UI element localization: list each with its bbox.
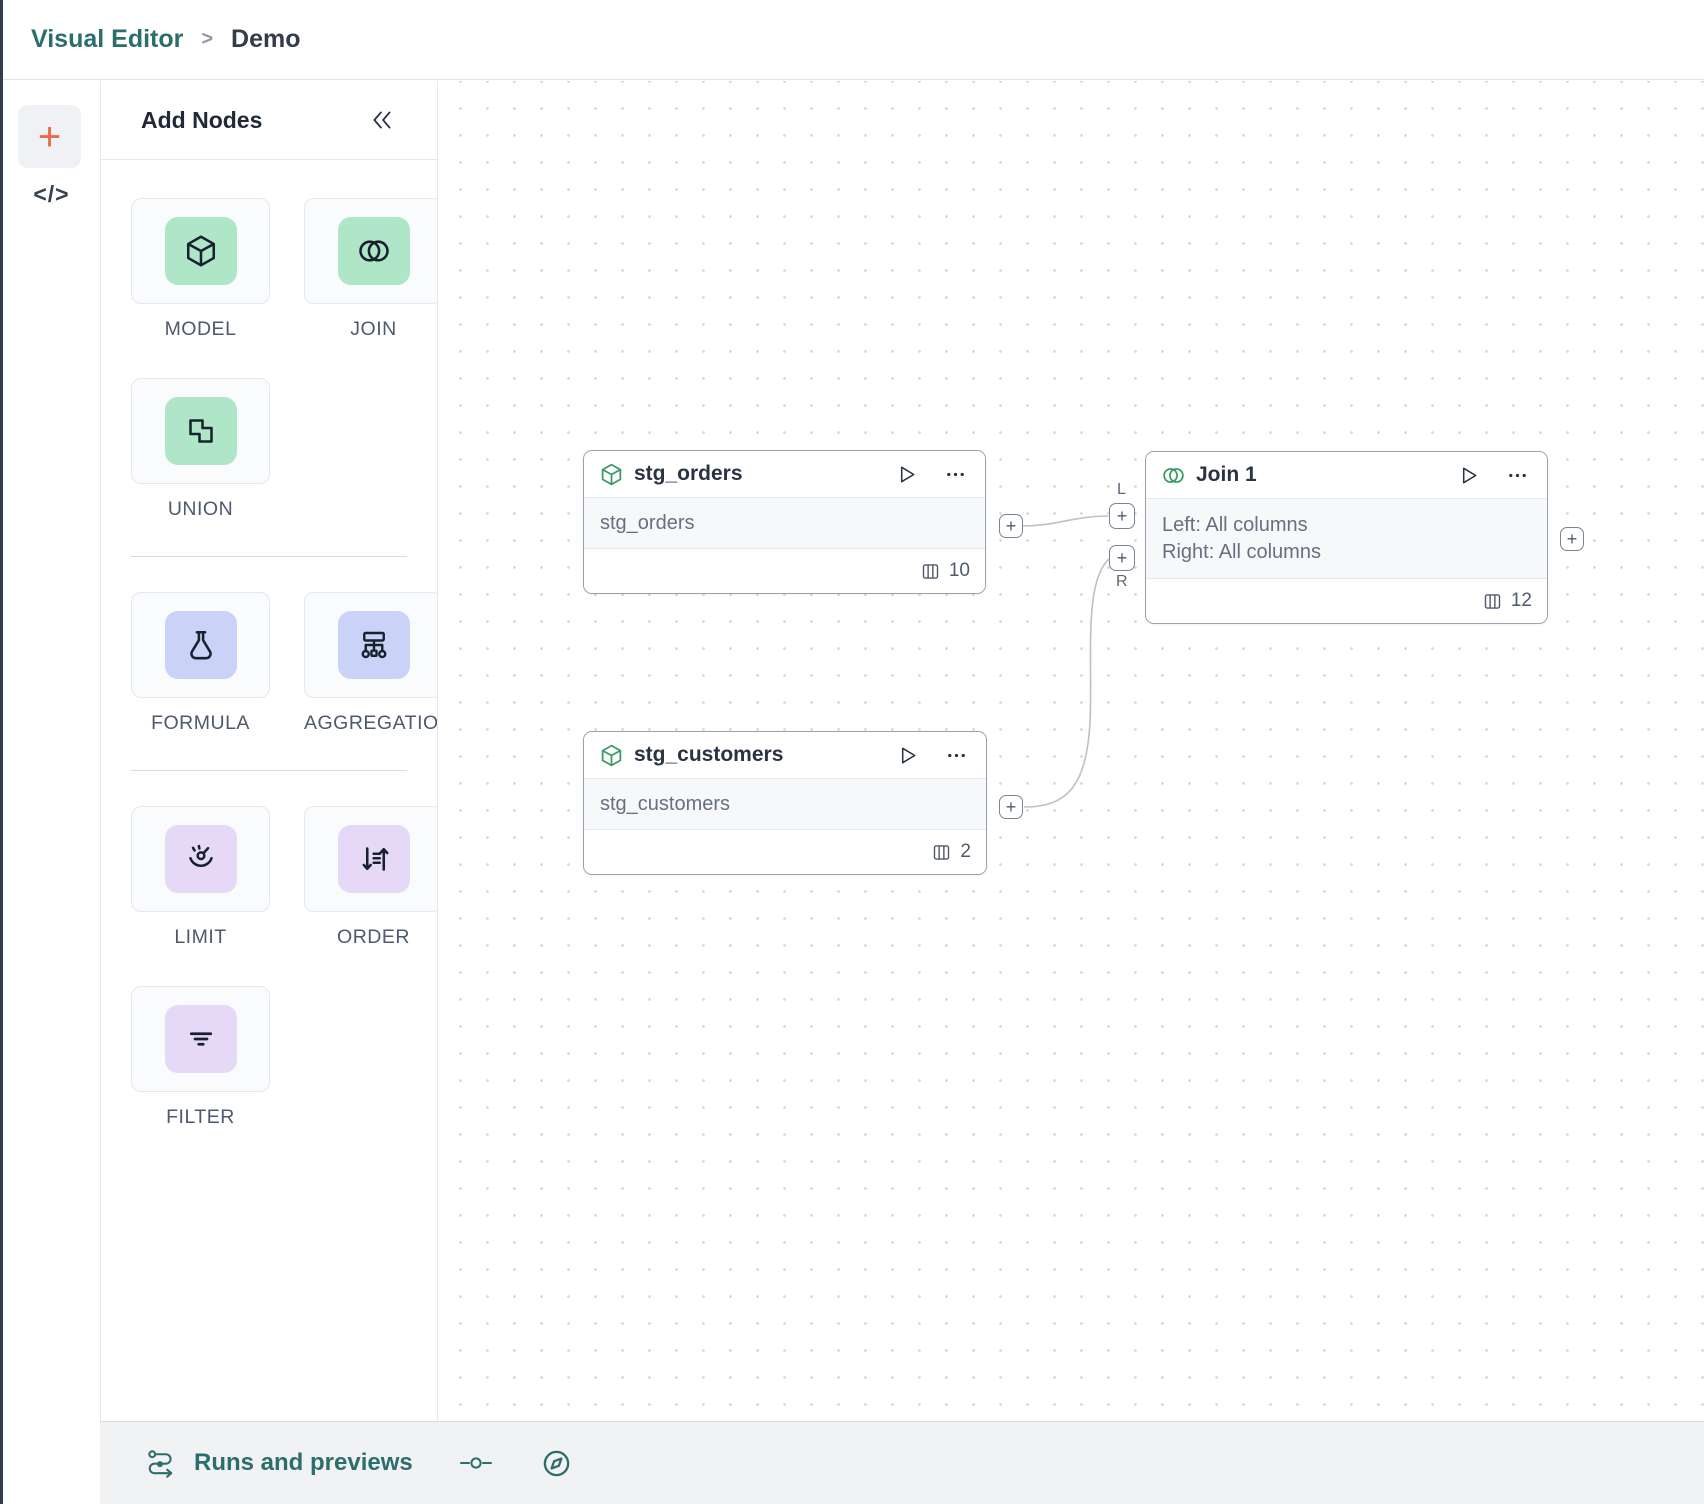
panel-title: Add Nodes xyxy=(141,106,263,133)
node-body: Left: All columns Right: All columns xyxy=(1146,499,1547,579)
group-divider xyxy=(131,556,407,557)
group-divider xyxy=(131,770,407,771)
tile-limit[interactable]: LIMIT xyxy=(131,806,270,950)
port-join-output[interactable]: + xyxy=(1560,527,1584,551)
node-join-1-header: Join 1 xyxy=(1146,452,1547,499)
code-view-button[interactable]: </> xyxy=(33,181,70,207)
sort-arrows-icon xyxy=(337,825,410,893)
node-body: stg_orders xyxy=(584,498,985,549)
node-body: stg_customers xyxy=(584,779,986,830)
bottom-bar: Runs and previews xyxy=(100,1421,1704,1504)
node-group-transforms: FORMULA AGGREGATION xyxy=(131,592,437,736)
column-count: 12 xyxy=(1510,590,1532,611)
join-left-port-label: L xyxy=(1117,481,1126,498)
breadcrumb-separator: > xyxy=(201,28,214,50)
tile-filter[interactable]: FILTER xyxy=(131,986,270,1130)
node-title: stg_customers xyxy=(634,743,784,766)
tile-model-label: MODEL xyxy=(164,318,237,340)
tile-union[interactable]: UNION xyxy=(131,378,270,522)
cube-icon xyxy=(599,743,624,768)
hierarchy-icon xyxy=(337,611,410,679)
panel-body: MODEL JOIN UNION xyxy=(101,160,437,1130)
node-menu-icon[interactable] xyxy=(1506,464,1529,487)
tile-filter-label: FILTER xyxy=(166,1106,235,1128)
venn-icon xyxy=(1161,463,1186,488)
node-stg-customers-header: stg_customers xyxy=(584,732,986,779)
commit-icon[interactable] xyxy=(459,1452,493,1474)
run-node-icon[interactable] xyxy=(896,744,919,767)
runs-and-previews-toggle[interactable]: Runs and previews xyxy=(145,1447,413,1480)
breadcrumb: Visual Editor > Demo xyxy=(3,0,1704,80)
cube-icon xyxy=(599,462,624,487)
runs-route-icon xyxy=(145,1447,178,1480)
add-node-mode-button[interactable]: + xyxy=(18,105,81,168)
union-icon xyxy=(164,397,237,465)
node-group-refinements: LIMIT ORDER FILTER xyxy=(131,806,437,1130)
join-right-port-label: R xyxy=(1116,573,1128,590)
node-stg-orders[interactable]: stg_orders stg_orders 10 xyxy=(583,450,986,594)
node-footer: 10 xyxy=(584,549,985,593)
port-stg-orders-output[interactable]: + xyxy=(999,514,1023,538)
compass-icon[interactable] xyxy=(541,1448,572,1479)
tile-limit-label: LIMIT xyxy=(174,926,227,948)
add-nodes-panel-header: Add Nodes xyxy=(101,81,437,160)
tile-join-label: JOIN xyxy=(350,318,397,340)
filter-lines-icon xyxy=(164,1005,237,1073)
tile-union-label: UNION xyxy=(167,498,234,520)
column-count: 10 xyxy=(948,560,970,581)
node-stg-customers[interactable]: stg_customers stg_customers 2 xyxy=(583,731,987,875)
tile-formula[interactable]: FORMULA xyxy=(131,592,270,736)
columns-icon xyxy=(931,842,952,863)
port-stg-customers-output[interactable]: + xyxy=(999,795,1023,819)
node-menu-icon[interactable] xyxy=(944,463,967,486)
add-nodes-panel: Add Nodes MODEL JOIN xyxy=(100,81,438,1421)
node-footer: 2 xyxy=(584,830,986,874)
join-right-summary: Right: All columns xyxy=(1162,540,1321,563)
runs-and-previews-label: Runs and previews xyxy=(194,1449,413,1476)
node-title: Join 1 xyxy=(1196,463,1257,486)
tile-model[interactable]: MODEL xyxy=(131,198,270,342)
gauge-icon xyxy=(164,825,237,893)
tile-formula-label: FORMULA xyxy=(151,712,250,734)
breadcrumb-current-page: Demo xyxy=(231,25,301,53)
pipeline-canvas[interactable]: stg_orders stg_orders 10 xyxy=(438,81,1704,1421)
venn-icon xyxy=(337,217,410,285)
node-join-1[interactable]: Join 1 Left: All columns Right: All colu… xyxy=(1145,451,1548,624)
edge-orders-to-join-left xyxy=(1022,515,1109,527)
node-title: stg_orders xyxy=(634,462,743,485)
columns-icon xyxy=(920,561,941,582)
collapse-panel-icon[interactable] xyxy=(369,107,395,133)
run-node-icon[interactable] xyxy=(895,463,918,486)
breadcrumb-visual-editor-link[interactable]: Visual Editor xyxy=(31,25,184,53)
tile-aggregation-label: AGGREGATION xyxy=(304,712,438,734)
run-node-icon[interactable] xyxy=(1457,464,1480,487)
window-edge xyxy=(0,0,3,1504)
node-menu-icon[interactable] xyxy=(945,744,968,767)
port-join-left-input[interactable]: + xyxy=(1109,503,1135,529)
node-footer: 12 xyxy=(1146,579,1547,623)
flask-icon xyxy=(164,611,237,679)
node-group-sources: MODEL JOIN UNION xyxy=(131,198,437,522)
node-stg-orders-header: stg_orders xyxy=(584,451,985,498)
edge-customers-to-join-right xyxy=(1023,558,1110,808)
tile-join[interactable]: JOIN xyxy=(304,198,437,342)
tile-order[interactable]: ORDER xyxy=(304,806,437,950)
join-left-summary: Left: All columns xyxy=(1162,513,1308,536)
port-join-right-input[interactable]: + xyxy=(1109,545,1135,571)
cube-icon xyxy=(164,217,237,285)
left-toolbar: + </> xyxy=(3,81,100,1504)
column-count: 2 xyxy=(960,841,971,862)
tile-order-label: ORDER xyxy=(337,926,410,948)
tile-aggregation[interactable]: AGGREGATION xyxy=(304,592,438,736)
columns-icon xyxy=(1482,591,1503,612)
